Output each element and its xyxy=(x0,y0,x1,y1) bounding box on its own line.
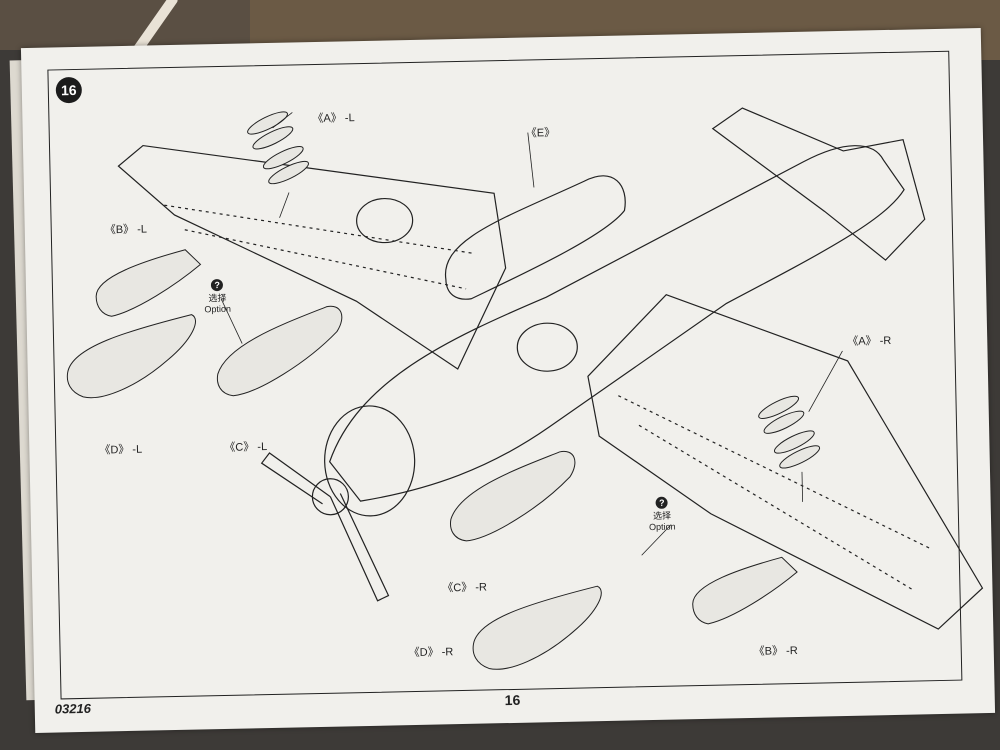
pod-b-left xyxy=(95,249,202,317)
right-engine-intake xyxy=(516,322,578,372)
tank-d-right xyxy=(472,585,602,670)
option-en: Option xyxy=(204,303,232,315)
option-cn: 选择 xyxy=(208,292,227,304)
label-c-left: 《C》 -L xyxy=(224,441,268,454)
page-number: 16 xyxy=(504,691,521,709)
option-marker-left: ? 选择 Option xyxy=(204,278,232,316)
option-question-icon: ? xyxy=(655,496,668,509)
pod-b-right xyxy=(692,556,798,625)
option-question-icon: ? xyxy=(211,278,224,292)
label-a-left: 《A》 -L xyxy=(312,112,355,126)
label-b-left: 《B》 -L xyxy=(104,223,148,237)
right-wing xyxy=(587,293,984,630)
option-en: Option xyxy=(648,521,676,533)
kit-number: 03216 xyxy=(54,700,92,717)
label-b-right: 《B》 -R xyxy=(753,644,798,658)
option-cn: 选择 xyxy=(653,510,672,521)
horizontal-tail xyxy=(711,107,926,261)
left-engine-intake xyxy=(356,197,414,244)
engine-nacelle-e xyxy=(445,175,626,300)
label-a-right: 《A》 -R xyxy=(847,334,892,348)
propeller-blade-2 xyxy=(329,493,390,602)
fuselage xyxy=(328,145,905,502)
tank-c-right xyxy=(450,450,576,542)
label-d-left: 《D》 -L xyxy=(99,443,143,457)
left-wing xyxy=(117,144,507,370)
aircraft-assembly-drawing xyxy=(66,107,984,670)
label-e: 《E》 xyxy=(525,126,556,140)
tank-d-left xyxy=(66,314,196,399)
label-c-right: 《C》 -R xyxy=(442,581,488,595)
background-box xyxy=(0,0,260,50)
instruction-sheet: 16 xyxy=(20,28,996,733)
label-d-right: 《D》 -R xyxy=(408,646,454,660)
tank-c-left xyxy=(216,305,343,397)
nose-cowling xyxy=(324,405,416,517)
option-marker-right: ? 选择 Option xyxy=(648,496,676,534)
propeller-blade-1 xyxy=(260,452,331,505)
